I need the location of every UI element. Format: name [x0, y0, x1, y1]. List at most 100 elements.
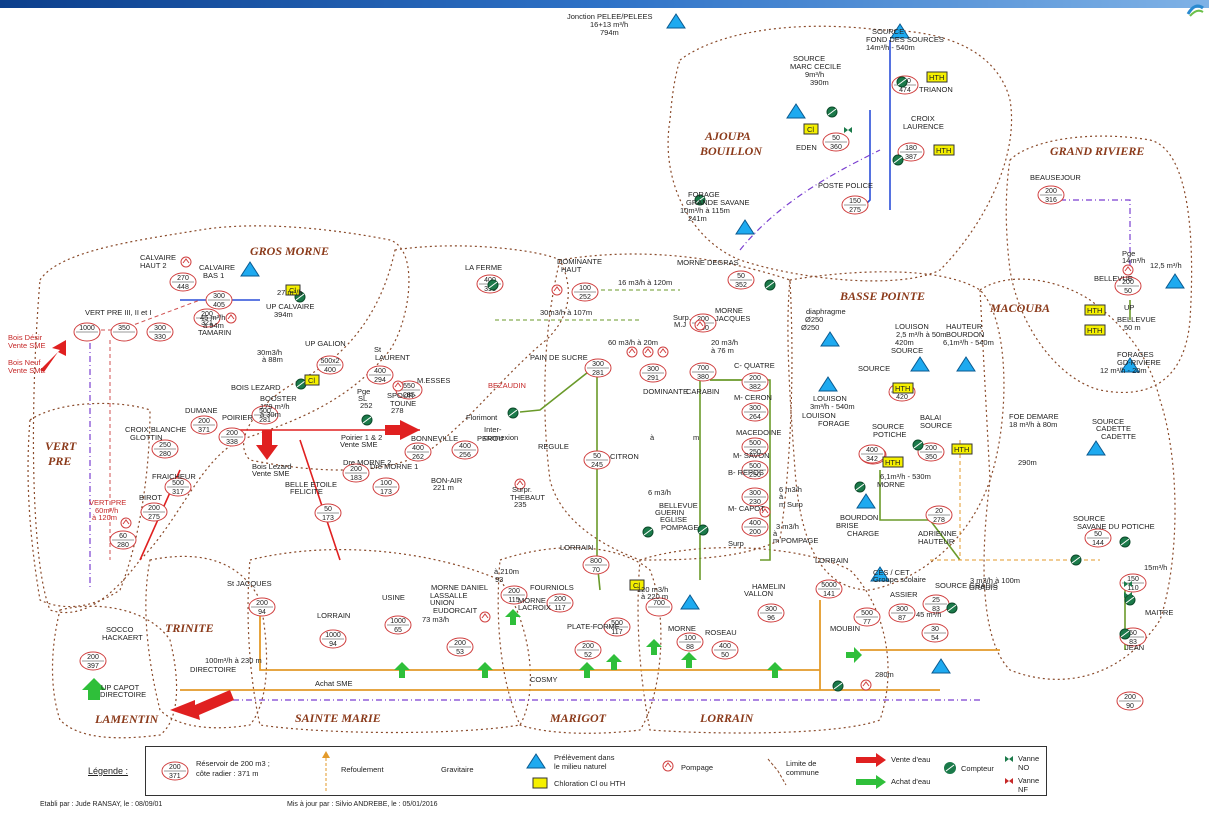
reservoir-volume: 300: [647, 366, 659, 373]
reservoir-volume: 400: [412, 445, 424, 452]
station-label: MORNE: [668, 624, 696, 633]
station-label: 394m: [274, 310, 293, 319]
station-label: FORAGE: [688, 190, 720, 199]
compteur-icon: [944, 762, 956, 774]
station-label: VALLON: [744, 589, 773, 598]
station-label: 30m3/h à 107m: [540, 308, 592, 317]
reservoir-elevation: 316: [1045, 197, 1057, 204]
legend-limite-2: commune: [786, 768, 819, 777]
pump-icon: [551, 284, 563, 296]
station-label: SL: [358, 394, 367, 403]
station-label: CALVAIRE: [199, 263, 235, 272]
captage-icon: [820, 331, 840, 347]
station-label: MORNE DEGRAS: [677, 258, 739, 267]
zone-label: LAMENTIN: [94, 712, 160, 726]
reservoir-elevation: 144: [1092, 540, 1104, 547]
cl-tag: Cl: [308, 376, 315, 385]
legend-reservoir-2: côte radier : 371 m: [196, 769, 259, 778]
station-label: ASSIER: [890, 590, 918, 599]
station-label: JEAN: [1125, 643, 1144, 652]
station-label: ROSEAU: [705, 628, 737, 637]
station-label: MORNE DANIEL: [431, 583, 488, 592]
zone-label: MACOUBA: [989, 301, 1050, 315]
legend-reservoir: Réservoir de 200 m3 ;: [196, 759, 270, 768]
station-label: m: [779, 500, 785, 509]
legend-refoulement: Refoulement: [341, 765, 384, 774]
counter-icon: [697, 524, 709, 536]
station-label: TOUNE: [390, 399, 416, 408]
station-label: CROIX BLANCHE: [125, 425, 186, 434]
reservoir-elevation: 291: [647, 375, 659, 382]
reservoir-elevation: 65: [394, 627, 402, 634]
cl-tag: Cl: [633, 581, 640, 590]
station-label: 45 m³/h: [200, 313, 225, 322]
station-label: 280m: [875, 670, 894, 679]
reservoir-volume: 1000: [325, 632, 341, 639]
reservoir-volume: 50: [737, 273, 745, 280]
reservoir-legend-bot: 371: [169, 773, 181, 780]
station-label: HAUTEUR: [918, 537, 955, 546]
station-label: 73 m3/h: [422, 615, 449, 624]
reservoir-elevation: 200: [749, 529, 761, 536]
reservoir-elevation: 90: [1126, 703, 1134, 710]
legend-achat: Achat d'eau: [891, 777, 931, 786]
station-label: SPOUR-: [387, 391, 417, 400]
counter-icon: [361, 414, 373, 426]
station-label: BOURDON: [946, 330, 984, 339]
pump-icon: [626, 346, 638, 358]
reservoir-volume: 1000: [79, 325, 95, 332]
sale-arrow-icon: [40, 340, 66, 372]
reservoir-volume: 400: [374, 368, 386, 375]
station-label: DIRECTOIRE: [100, 690, 146, 699]
reservoir-elevation: 280: [117, 542, 129, 549]
station-label: HACKAERT: [102, 633, 143, 642]
zone-label: MARIGOT: [549, 711, 607, 725]
legend-chloration: Chloration Cl ou HTH: [554, 779, 626, 788]
station-label: M.ESSES: [417, 376, 450, 385]
station-label: à 94m: [203, 321, 224, 330]
reservoir-elevation: 94: [258, 609, 266, 616]
station-label: 278: [391, 406, 404, 415]
reservoir-volume: 30: [931, 626, 939, 633]
limite-icon: [767, 758, 787, 786]
sale-arrow-icon: [170, 690, 234, 720]
station-label: MORNE: [715, 306, 743, 315]
chlorination-tags: HTH Cl HTH Cl Cl HTH HTH HTH HTH HTH Cl: [285, 71, 1106, 591]
reservoir-volume: 200: [1122, 279, 1134, 286]
station-label: CADETTE: [1101, 432, 1136, 441]
legend-pompage: Pompage: [681, 763, 714, 772]
reservoir-elevation: 330: [154, 334, 166, 341]
reservoir-volume: 200: [749, 375, 761, 382]
zone-label: TRINITE: [165, 621, 214, 635]
network-map: GROS MORNE AJOUPA BOUILLON GRAND RIVIERE…: [8, 12, 1193, 739]
station-label: BELLE ETOILE: [285, 480, 337, 489]
pump-icon: [479, 611, 491, 623]
purchase-arrow-icon: [767, 662, 783, 678]
reservoir-elevation: 115: [508, 597, 519, 604]
station-label: BELLEVUE: [659, 501, 698, 510]
station-label: PAIN DE SUCRE: [530, 353, 588, 362]
station-label: connexion: [484, 433, 518, 442]
reservoir-volume: 200: [554, 596, 566, 603]
reservoir-volume: 100: [579, 285, 591, 292]
station-label: 14m³/h: [1122, 256, 1145, 265]
station-label: POMPAGE: [661, 523, 698, 532]
station-label: TRIANON: [919, 85, 953, 94]
reservoir-volume: 700: [653, 600, 665, 607]
prelevement-icon: [526, 753, 546, 769]
hth-tag: HTH: [936, 146, 951, 155]
